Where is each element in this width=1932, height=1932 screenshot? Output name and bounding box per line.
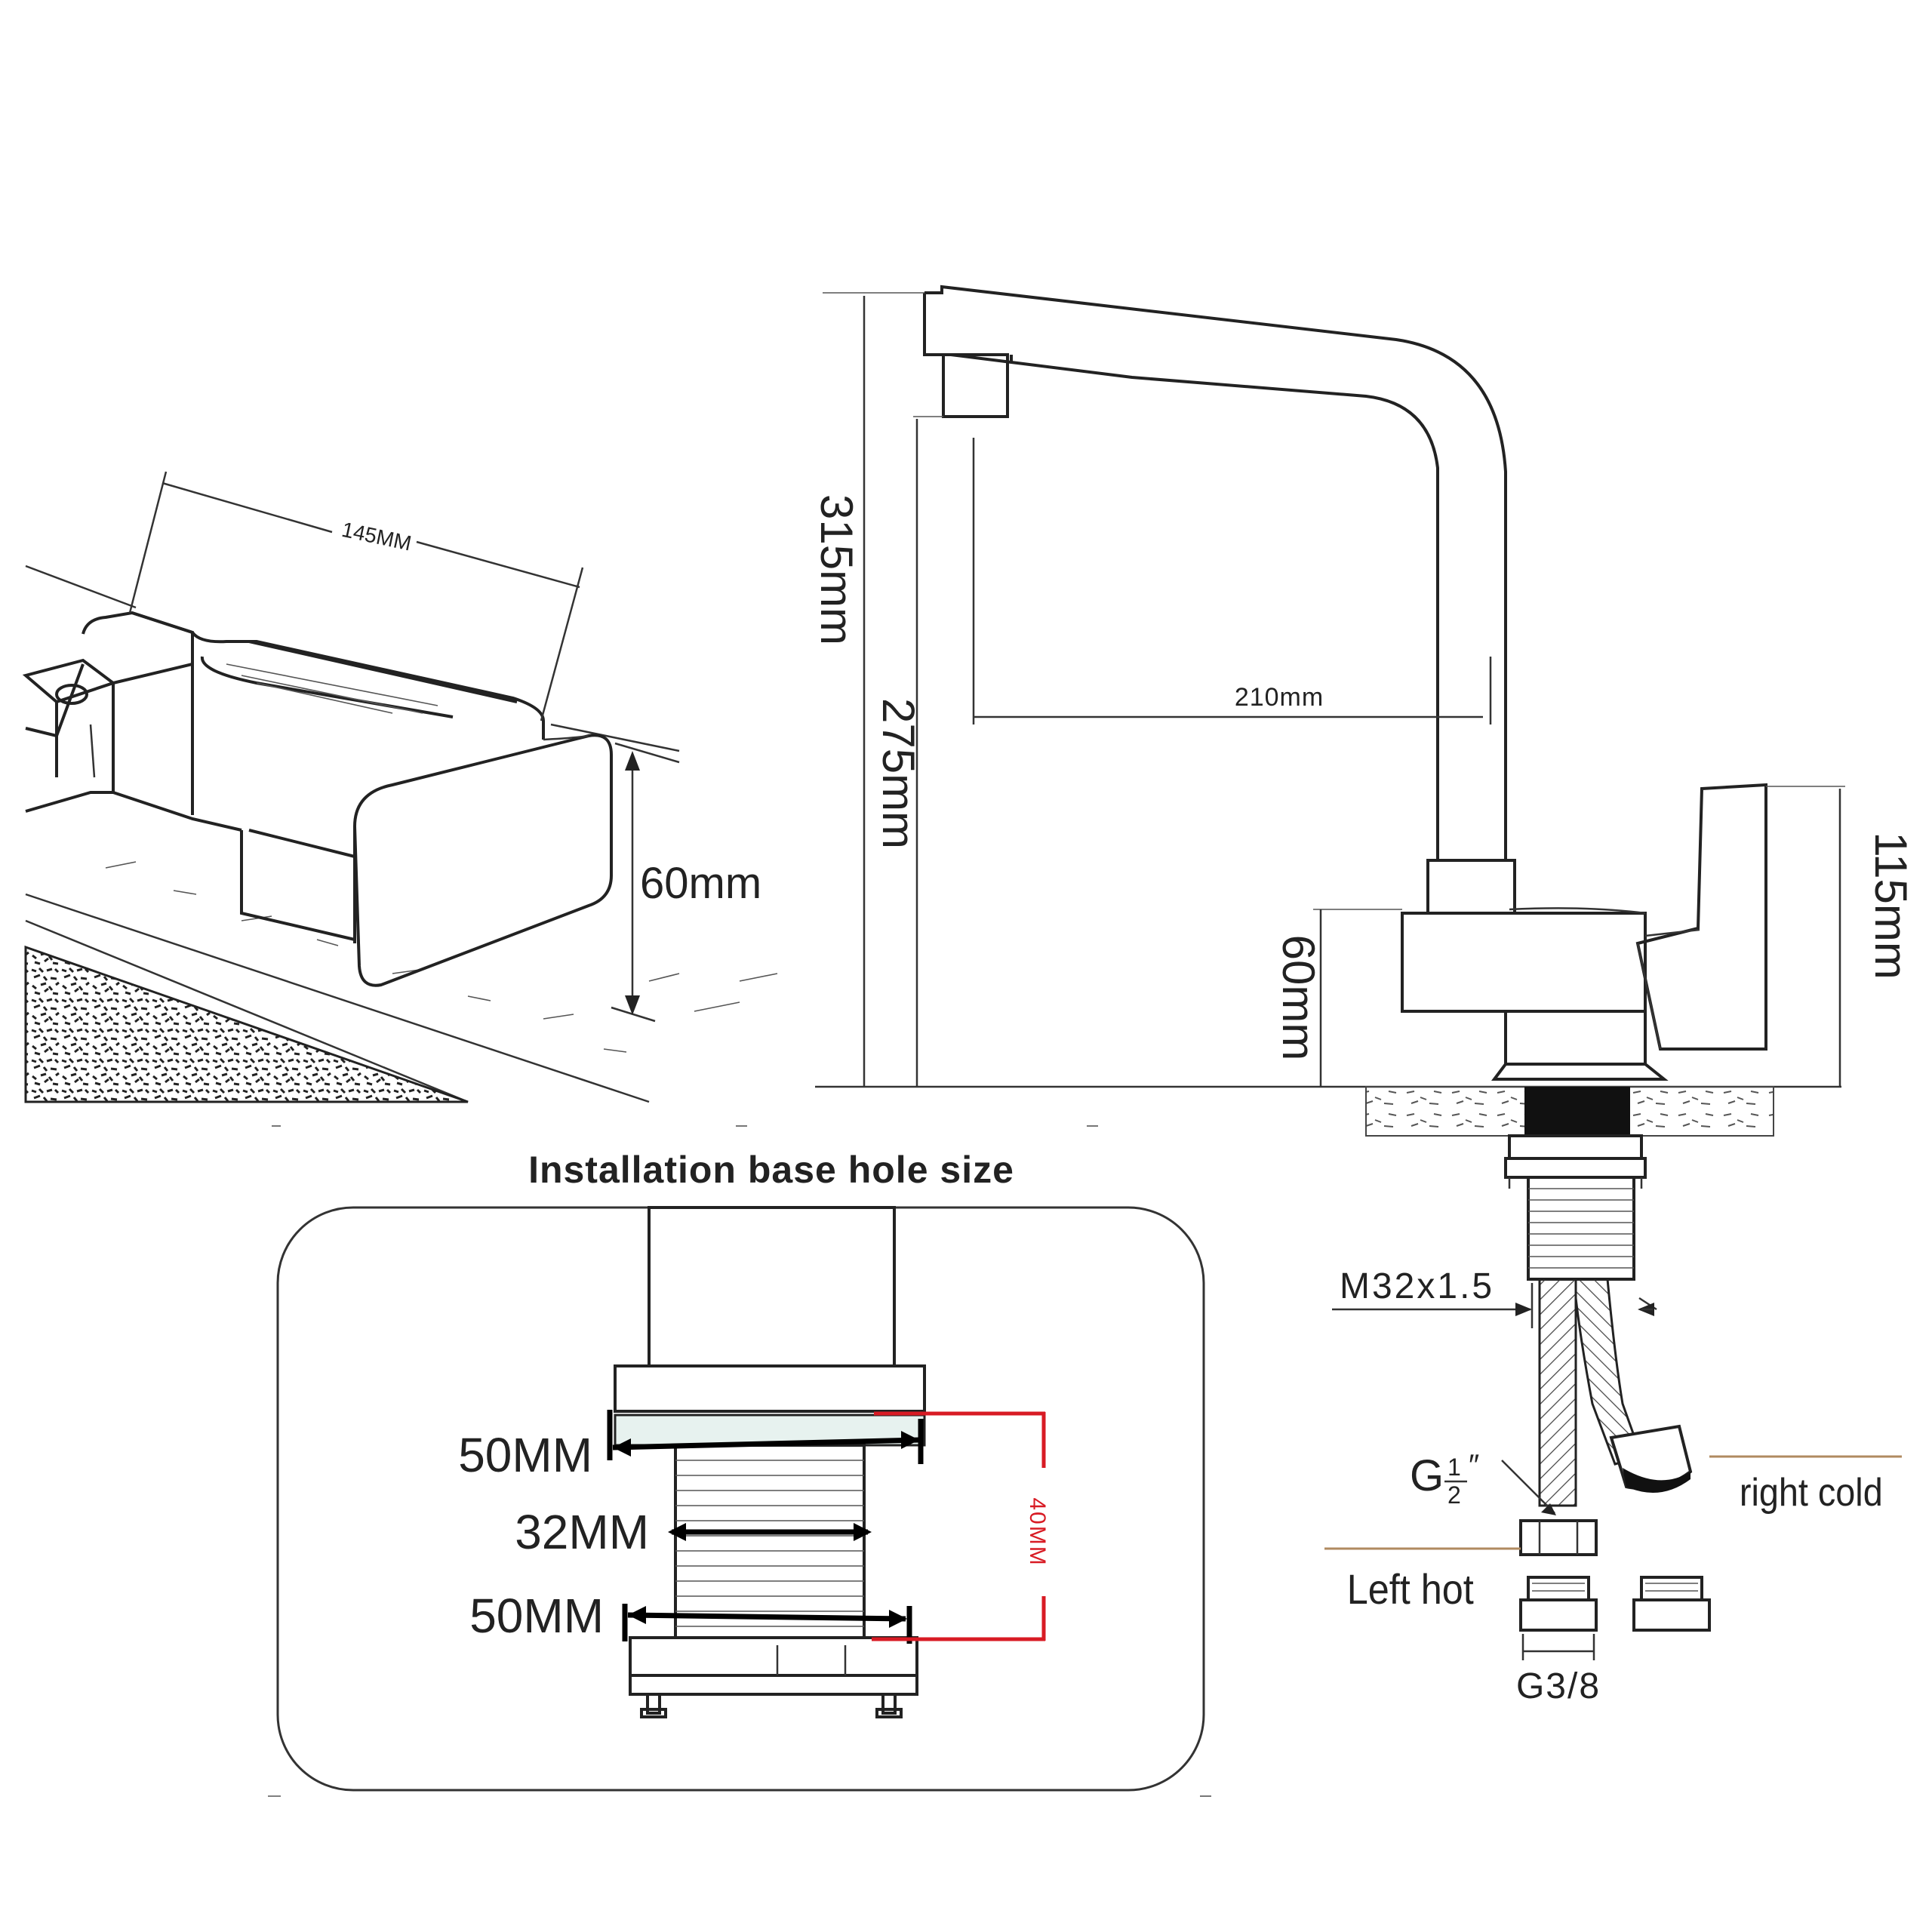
middle-width-dimension: 32MM xyxy=(515,1505,872,1559)
thread-label: M32x1.5 xyxy=(1340,1266,1494,1306)
spout-height-dimension: 275mm xyxy=(873,416,943,1087)
installation-title: Installation base hole size xyxy=(528,1149,1014,1191)
total-height-label: 315mm xyxy=(811,494,862,645)
hose-thread-den: 2 xyxy=(1447,1481,1461,1509)
middle-width-label: 32MM xyxy=(515,1505,649,1559)
adapter-dimension: G3/8 xyxy=(1516,1634,1601,1706)
adapter-fittings xyxy=(1519,1576,1711,1632)
body-height-dimension: 60mm xyxy=(1273,909,1402,1087)
depth-label: 40MM xyxy=(1025,1497,1050,1566)
mounting-shank xyxy=(1504,1134,1693,1556)
bottom-width-label: 50MM xyxy=(469,1589,604,1643)
total-height-dimension: 315mm xyxy=(811,292,924,1087)
height-dimension-perspective: 60mm xyxy=(611,742,761,1023)
hose-thread-inch: ″ xyxy=(1469,1449,1479,1482)
countertop xyxy=(24,565,778,1103)
reach-dimension: 210mm xyxy=(972,438,1492,724)
depth-dimension: 40MM xyxy=(872,1411,1050,1641)
handle-height-dimension: 115mm xyxy=(1766,786,1916,1087)
hot-label: Left hot xyxy=(1347,1567,1474,1614)
thread-dimension: M32x1.5 xyxy=(1332,1266,1657,1328)
mount-hole xyxy=(1524,1087,1630,1136)
supply-labels: right cold Left hot xyxy=(1324,1455,1902,1614)
side-view: 315mm 275mm 210mm 60mm 115mm xyxy=(811,285,1916,1706)
installation-panel: Installation base hole size 50MM xyxy=(276,1149,1205,1792)
spout-height-label: 275mm xyxy=(873,698,924,849)
hose-thread-num: 1 xyxy=(1447,1454,1461,1481)
hose-thread-label: G xyxy=(1410,1451,1444,1500)
faucet-body-perspective xyxy=(82,611,613,987)
lever-handle xyxy=(1635,783,1767,1051)
adapter-label: G3/8 xyxy=(1516,1666,1601,1706)
bottom-width-dimension: 50MM xyxy=(469,1589,912,1644)
width-dimension: 145MM xyxy=(128,471,584,721)
guide-ticks xyxy=(268,1125,1211,1797)
top-width-label: 50MM xyxy=(458,1428,592,1482)
spout-stub xyxy=(22,658,117,813)
reach-label: 210mm xyxy=(1235,683,1324,712)
faucet-body-side xyxy=(1401,859,1669,1081)
hose-thread-callout: G 1 2 ″ xyxy=(1410,1449,1556,1515)
height-label: 60mm xyxy=(640,859,761,908)
handle-height-label: 115mm xyxy=(1866,832,1916,980)
perspective-view: 145MM 60mm xyxy=(22,471,778,1103)
faucet-spout xyxy=(923,285,1507,860)
top-width-dimension: 50MM xyxy=(458,1410,924,1482)
width-label: 145MM xyxy=(340,518,414,555)
body-height-label: 60mm xyxy=(1273,935,1324,1061)
cold-label: right cold xyxy=(1740,1471,1883,1515)
panel-frame xyxy=(276,1206,1205,1792)
